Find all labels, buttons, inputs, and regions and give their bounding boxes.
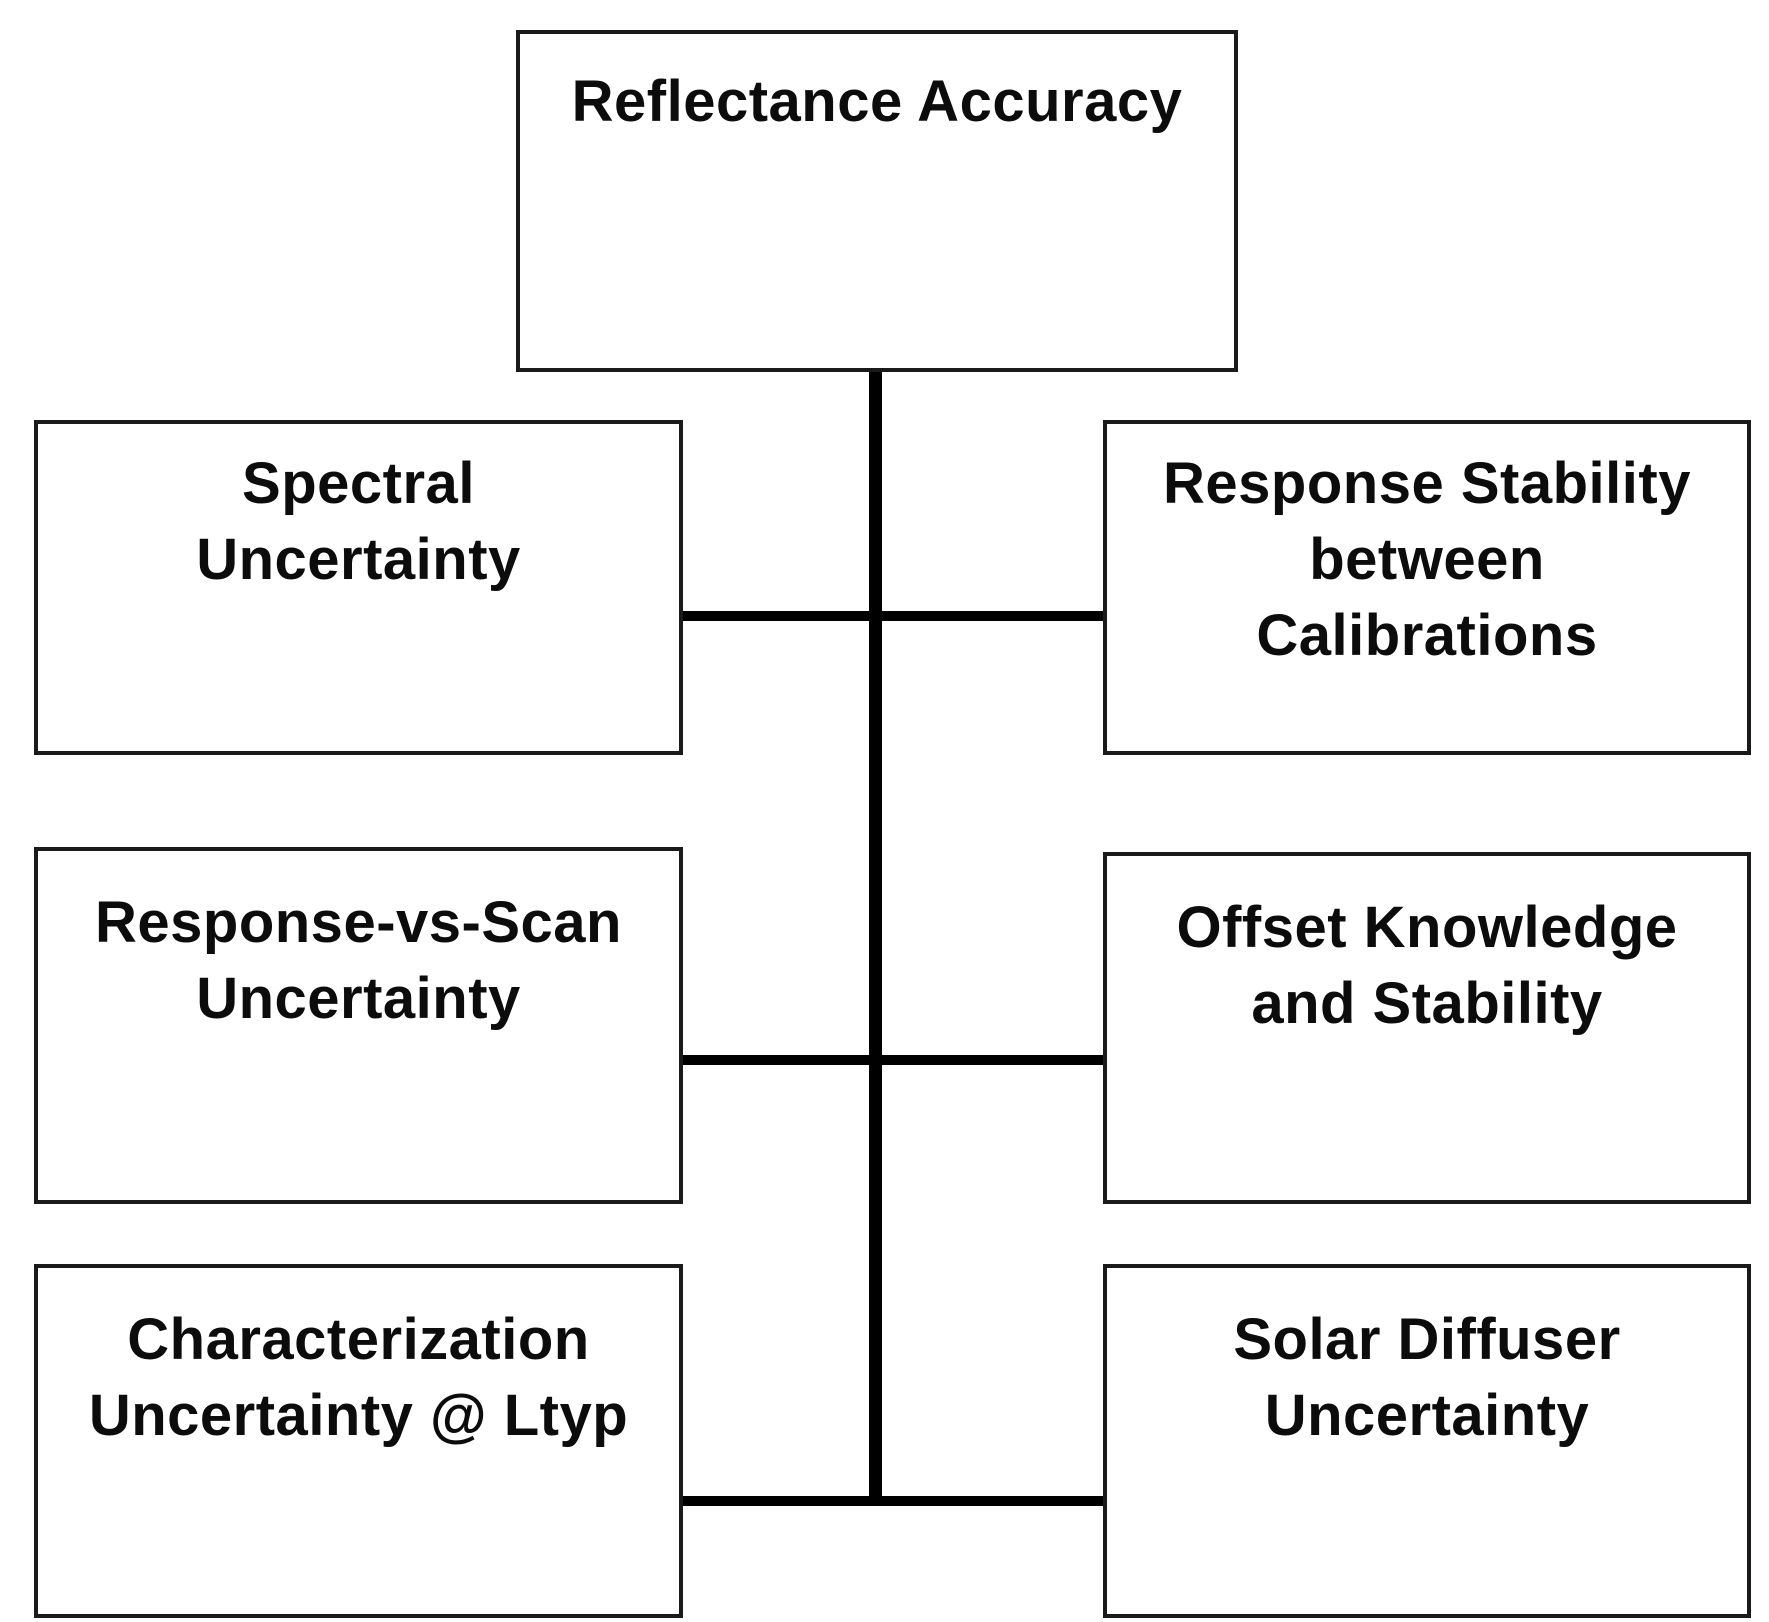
node-offset-knowledge-and-stability: Offset Knowledge and Stability	[1103, 852, 1751, 1204]
node-response-vs-scan-uncertainty: Response-vs-Scan Uncertainty	[34, 847, 683, 1204]
node-reflectance-accuracy: Reflectance Accuracy	[516, 30, 1238, 372]
row1-connector-line	[676, 611, 1112, 621]
node-spectral-uncertainty: Spectral Uncertainty	[34, 420, 683, 755]
node-response-stability-between-calibrations: Response Stability between Calibrations	[1103, 420, 1751, 755]
row2-connector-line	[676, 1055, 1112, 1065]
node-solar-diffuser-uncertainty: Solar Diffuser Uncertainty	[1103, 1264, 1751, 1618]
row3-connector-line	[676, 1496, 1112, 1506]
trunk-connector-line	[869, 366, 882, 1506]
node-characterization-uncertainty-ltyp: Characterization Uncertainty @ Ltyp	[34, 1264, 683, 1618]
